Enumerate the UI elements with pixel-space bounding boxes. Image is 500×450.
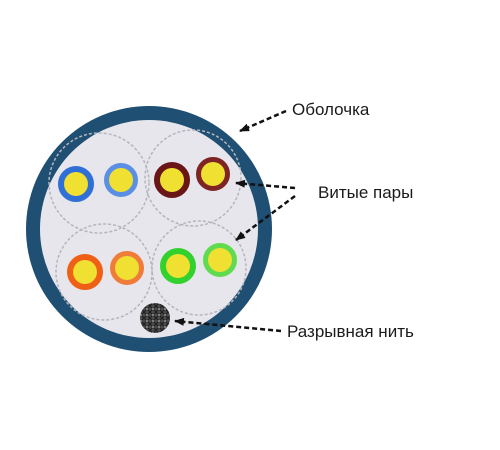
twisted-pairs-label: Витые пары [318, 183, 413, 202]
twisted-pair-brown [144, 129, 242, 227]
conductor [201, 162, 225, 186]
pair-boundary [55, 223, 153, 321]
conductor [64, 172, 88, 196]
conductor [115, 256, 139, 280]
conductor [208, 248, 232, 272]
conductor [160, 168, 184, 192]
pair-boundary [48, 132, 150, 234]
jacket-label: Оболочка [292, 100, 370, 119]
pair-boundary [151, 220, 247, 316]
twisted-pair-green [151, 220, 247, 316]
conductor [166, 254, 190, 278]
twisted-pair-arrow-lower [235, 194, 296, 242]
ripcord-label: Разрывная нить [287, 322, 414, 341]
jacket-arrow [239, 109, 287, 133]
conductor [73, 260, 97, 284]
pair-boundary [144, 129, 242, 227]
conductor [109, 168, 133, 192]
twisted-pair-blue [48, 132, 150, 234]
twisted-pair-orange [55, 223, 153, 321]
twisted-pair-arrow-upper [235, 179, 296, 190]
ripcord-thread [138, 301, 172, 335]
ripcord-arrow [174, 317, 282, 333]
